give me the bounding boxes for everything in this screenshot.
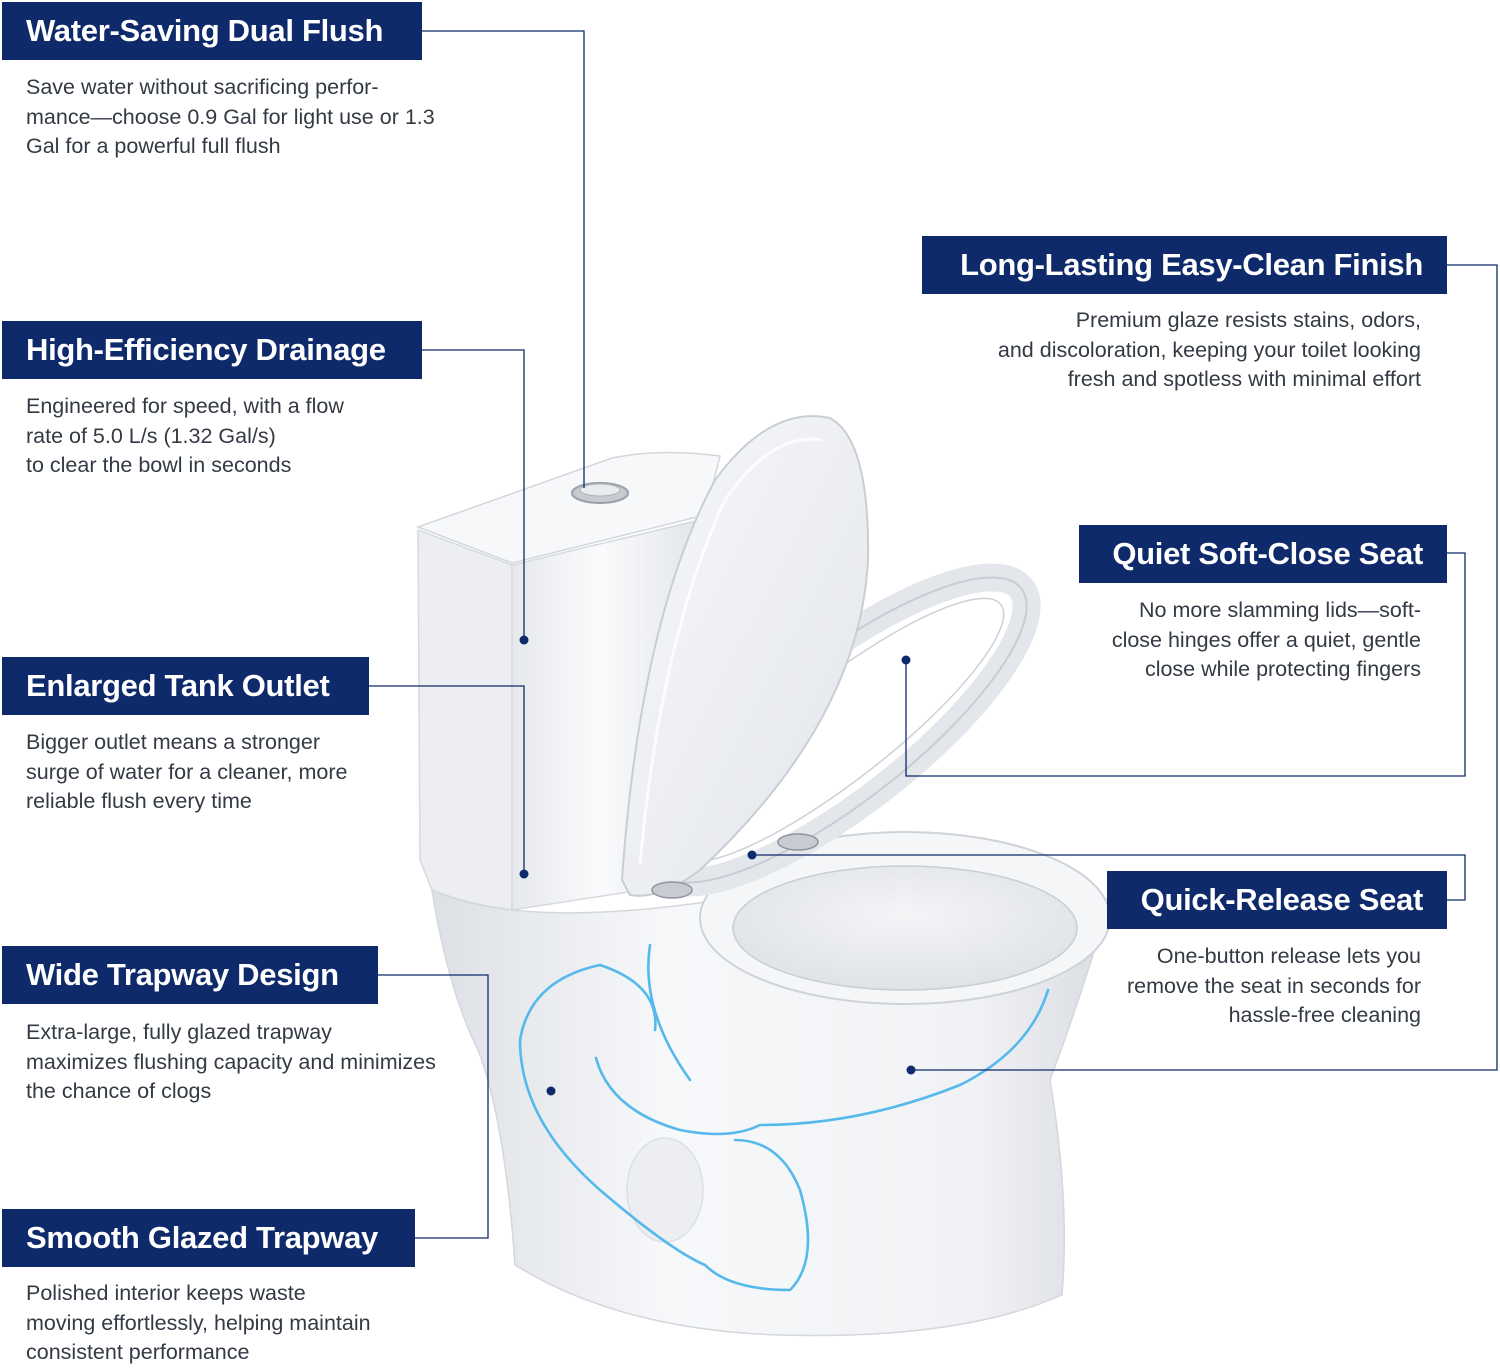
finish-title: Long-Lasting Easy-Clean Finish bbox=[922, 236, 1447, 294]
water-flow-curves bbox=[518, 943, 1050, 1292]
trapway-description: Extra-large, fully glazed trapway maximi… bbox=[26, 1018, 436, 1107]
side-cap bbox=[626, 1137, 704, 1243]
quick-release-line: One-button release lets you bbox=[1156, 944, 1421, 968]
finish-line: Premium glaze resists stains, odors, bbox=[1075, 308, 1421, 332]
drainage-line: Engineered for speed, with a flow bbox=[26, 394, 344, 418]
hinge-left bbox=[651, 881, 693, 899]
dual-flush-description: Save water without sacrificing perfor- m… bbox=[26, 73, 435, 162]
tank-side bbox=[417, 528, 513, 911]
drainage-title: High-Efficiency Drainage bbox=[2, 321, 422, 379]
soft-close-title: Quiet Soft-Close Seat bbox=[1079, 525, 1447, 583]
trapway-title: Wide Trapway Design bbox=[2, 946, 378, 1004]
quick-release-line: remove the seat in seconds for bbox=[1127, 973, 1421, 998]
bowl bbox=[732, 865, 1078, 991]
glazed-trapway-title: Smooth Glazed Trapway bbox=[2, 1209, 415, 1267]
glazed-trapway-line: Polished interior keeps waste bbox=[26, 1281, 306, 1305]
dual-flush-title: Water-Saving Dual Flush bbox=[2, 2, 422, 60]
trapway-line: Extra-large, fully glazed trapway bbox=[26, 1020, 332, 1044]
tank-outlet-description: Bigger outlet means a stronger surge of … bbox=[26, 728, 347, 817]
drainage-line: rate of 5.0 L/s (1.32 Gal/s) bbox=[26, 423, 276, 448]
tank-top bbox=[415, 451, 721, 564]
hinge-right bbox=[777, 833, 819, 851]
glazed-trapway-line: moving effortlessly, helping maintain bbox=[26, 1310, 371, 1335]
finish-line: fresh and spotless with minimal effort bbox=[1067, 367, 1421, 391]
tank-outlet-line: Bigger outlet means a stronger bbox=[26, 730, 320, 754]
soft-close-line: close hinges offer a quiet, gentle bbox=[1111, 627, 1421, 652]
trapway-line: the chance of clogs bbox=[26, 1079, 212, 1103]
quick-release-line: hassle-free cleaning bbox=[1228, 1003, 1421, 1027]
glazed-trapway-line: consistent performance bbox=[26, 1340, 250, 1364]
tank-outlet-line: reliable flush every time bbox=[26, 789, 252, 813]
leader-dots bbox=[519, 635, 916, 1096]
soft-close-line: No more slamming lids—soft- bbox=[1139, 598, 1421, 622]
leader-lines bbox=[369, 30, 1498, 1239]
dual-flush-line: Gal for a powerful full flush bbox=[26, 134, 281, 158]
tank-outlet-line: surge of water for a cleaner, more bbox=[26, 759, 348, 784]
finish-description: Premium glaze resists stains, odors, and… bbox=[900, 306, 1421, 395]
drainage-line: to clear the bowl in seconds bbox=[26, 453, 292, 477]
tank-outlet-title: Enlarged Tank Outlet bbox=[2, 657, 369, 715]
trapway-line: maximizes flushing capacity and minimize… bbox=[26, 1049, 436, 1074]
soft-close-line: close while protecting fingers bbox=[1144, 657, 1421, 681]
dual-flush-line: Save water without sacrificing perfor- bbox=[26, 75, 379, 99]
finish-line: and discoloration, keeping your toilet l… bbox=[997, 337, 1421, 362]
dual-flush-line: mance—choose 0.9 Gal for light use or 1.… bbox=[26, 104, 435, 129]
quick-release-title: Quick-Release Seat bbox=[1107, 871, 1447, 929]
drainage-description: Engineered for speed, with a flow rate o… bbox=[26, 392, 344, 481]
quick-release-description: One-button release lets you remove the s… bbox=[1080, 942, 1421, 1031]
glazed-trapway-description: Polished interior keeps waste moving eff… bbox=[26, 1279, 371, 1368]
seat-lid bbox=[620, 415, 870, 897]
soft-close-description: No more slamming lids—soft- close hinges… bbox=[1050, 596, 1421, 685]
